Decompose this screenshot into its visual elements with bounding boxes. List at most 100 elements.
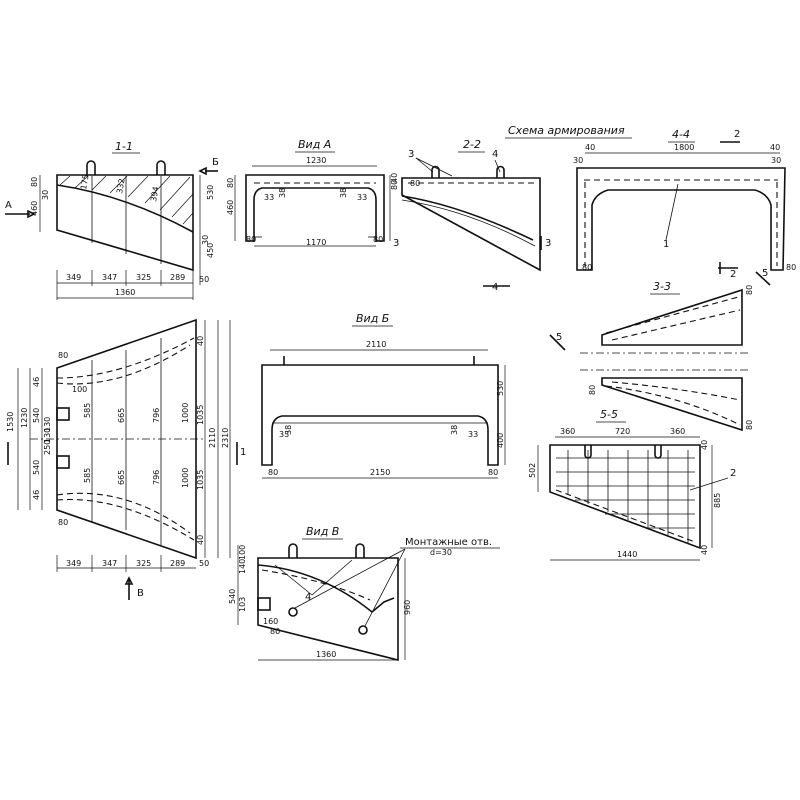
svg-text:38: 38: [278, 188, 287, 198]
view-a-title: Вид А: [298, 138, 331, 151]
svg-text:1230: 1230: [306, 156, 326, 165]
section-4-4: Схема армирования 4-4 2 1800 40 40 30 30…: [505, 124, 796, 280]
svg-text:349: 349: [66, 559, 81, 568]
svg-text:2: 2: [730, 468, 736, 479]
section-1-1-title: 1-1: [115, 140, 133, 153]
svg-text:50: 50: [199, 559, 209, 568]
svg-text:665: 665: [117, 408, 126, 423]
svg-text:2310: 2310: [221, 428, 230, 448]
svg-text:325: 325: [136, 273, 151, 282]
svg-text:100: 100: [238, 545, 247, 560]
svg-text:1035: 1035: [196, 405, 205, 425]
svg-text:80: 80: [745, 285, 754, 295]
svg-text:460: 460: [226, 200, 235, 215]
svg-text:80: 80: [270, 627, 280, 636]
svg-text:46: 46: [32, 377, 41, 387]
view-v-title: Вид В: [306, 525, 339, 538]
svg-text:130: 130: [43, 417, 52, 432]
svg-text:1000: 1000: [181, 403, 190, 423]
svg-text:130: 130: [43, 428, 52, 443]
svg-text:796: 796: [152, 408, 161, 423]
svg-text:80: 80: [786, 263, 796, 272]
svg-text:4: 4: [305, 592, 311, 603]
marker-v: В: [137, 588, 144, 599]
svg-text:33: 33: [279, 430, 289, 439]
svg-text:30: 30: [41, 190, 50, 200]
svg-text:2150: 2150: [370, 468, 390, 477]
svg-text:1530: 1530: [6, 412, 15, 432]
svg-text:360: 360: [670, 427, 685, 436]
svg-text:720: 720: [615, 427, 630, 436]
marker-5-left: 5: [556, 332, 562, 343]
svg-text:250: 250: [43, 440, 52, 455]
svg-text:80: 80: [588, 385, 597, 395]
svg-text:960: 960: [403, 600, 412, 615]
section-2-2: 2-2 3 4 40 80 3 4: [390, 138, 551, 293]
svg-text:530: 530: [206, 185, 215, 200]
svg-text:80: 80: [226, 178, 235, 188]
svg-text:80: 80: [246, 235, 256, 244]
svg-text:33: 33: [357, 193, 367, 202]
svg-text:80: 80: [58, 351, 68, 360]
svg-text:325: 325: [136, 559, 151, 568]
svg-text:349: 349: [66, 273, 81, 282]
svg-text:80: 80: [582, 263, 592, 272]
svg-text:80: 80: [373, 235, 383, 244]
svg-text:540: 540: [32, 408, 41, 423]
svg-text:38: 38: [284, 425, 293, 435]
svg-text:796: 796: [152, 470, 161, 485]
svg-text:38: 38: [339, 188, 348, 198]
svg-text:30: 30: [573, 156, 583, 165]
svg-text:46: 46: [32, 490, 41, 500]
svg-text:80: 80: [488, 468, 498, 477]
svg-text:160: 160: [263, 617, 278, 626]
svg-text:665: 665: [117, 470, 126, 485]
svg-text:585: 585: [83, 468, 92, 483]
marker-3-left: 3: [393, 238, 399, 249]
svg-text:360: 360: [560, 427, 575, 436]
section-3-3-title: 3-3: [653, 280, 671, 293]
section-2-2-title: 2-2: [463, 138, 481, 151]
svg-text:332: 332: [115, 178, 127, 195]
svg-text:3: 3: [408, 149, 414, 160]
svg-text:347: 347: [102, 559, 117, 568]
section-4-4-title: 4-4: [672, 128, 690, 141]
marker-2-bottom: 2: [730, 269, 736, 280]
svg-text:1035: 1035: [196, 470, 205, 490]
marker-3-right: 3: [545, 238, 551, 249]
svg-text:103: 103: [238, 597, 247, 612]
section-1-1: 1-1 Б 175 332 394 80 460 30 А: [5, 140, 219, 300]
view-b: Вид Б 2110 33 38 38 33 530 400 80 2150 8…: [261, 312, 506, 479]
svg-text:2110: 2110: [366, 340, 386, 349]
svg-text:33: 33: [468, 430, 478, 439]
view-v: Вид В Монтажные отв. d=30 4 100 140 540 …: [228, 525, 500, 662]
svg-text:40: 40: [390, 173, 399, 183]
svg-text:50: 50: [199, 275, 209, 284]
svg-text:80: 80: [268, 468, 278, 477]
svg-text:540: 540: [32, 460, 41, 475]
section-5-5-title: 5-5: [600, 408, 618, 421]
svg-text:289: 289: [170, 559, 185, 568]
svg-text:80: 80: [30, 177, 39, 187]
svg-text:394: 394: [149, 186, 161, 203]
svg-text:38: 38: [450, 425, 459, 435]
svg-text:80: 80: [745, 420, 754, 430]
svg-text:1360: 1360: [316, 650, 336, 659]
svg-text:460: 460: [30, 201, 39, 216]
svg-text:40: 40: [700, 545, 709, 555]
section-3-3: 3-3 80 80 80 5 5: [549, 268, 771, 432]
marker-4: 4: [492, 282, 498, 293]
svg-text:540: 540: [228, 589, 237, 604]
svg-text:80: 80: [390, 180, 399, 190]
svg-text:80: 80: [58, 518, 68, 527]
svg-text:2110: 2110: [208, 428, 217, 448]
svg-text:1170: 1170: [306, 238, 326, 247]
view-b-title: Вид Б: [356, 312, 389, 325]
svg-text:40: 40: [700, 440, 709, 450]
marker-a: А: [5, 200, 12, 211]
svg-text:530: 530: [496, 381, 505, 396]
svg-text:502: 502: [528, 463, 537, 478]
svg-text:347: 347: [102, 273, 117, 282]
svg-text:100: 100: [72, 385, 87, 394]
